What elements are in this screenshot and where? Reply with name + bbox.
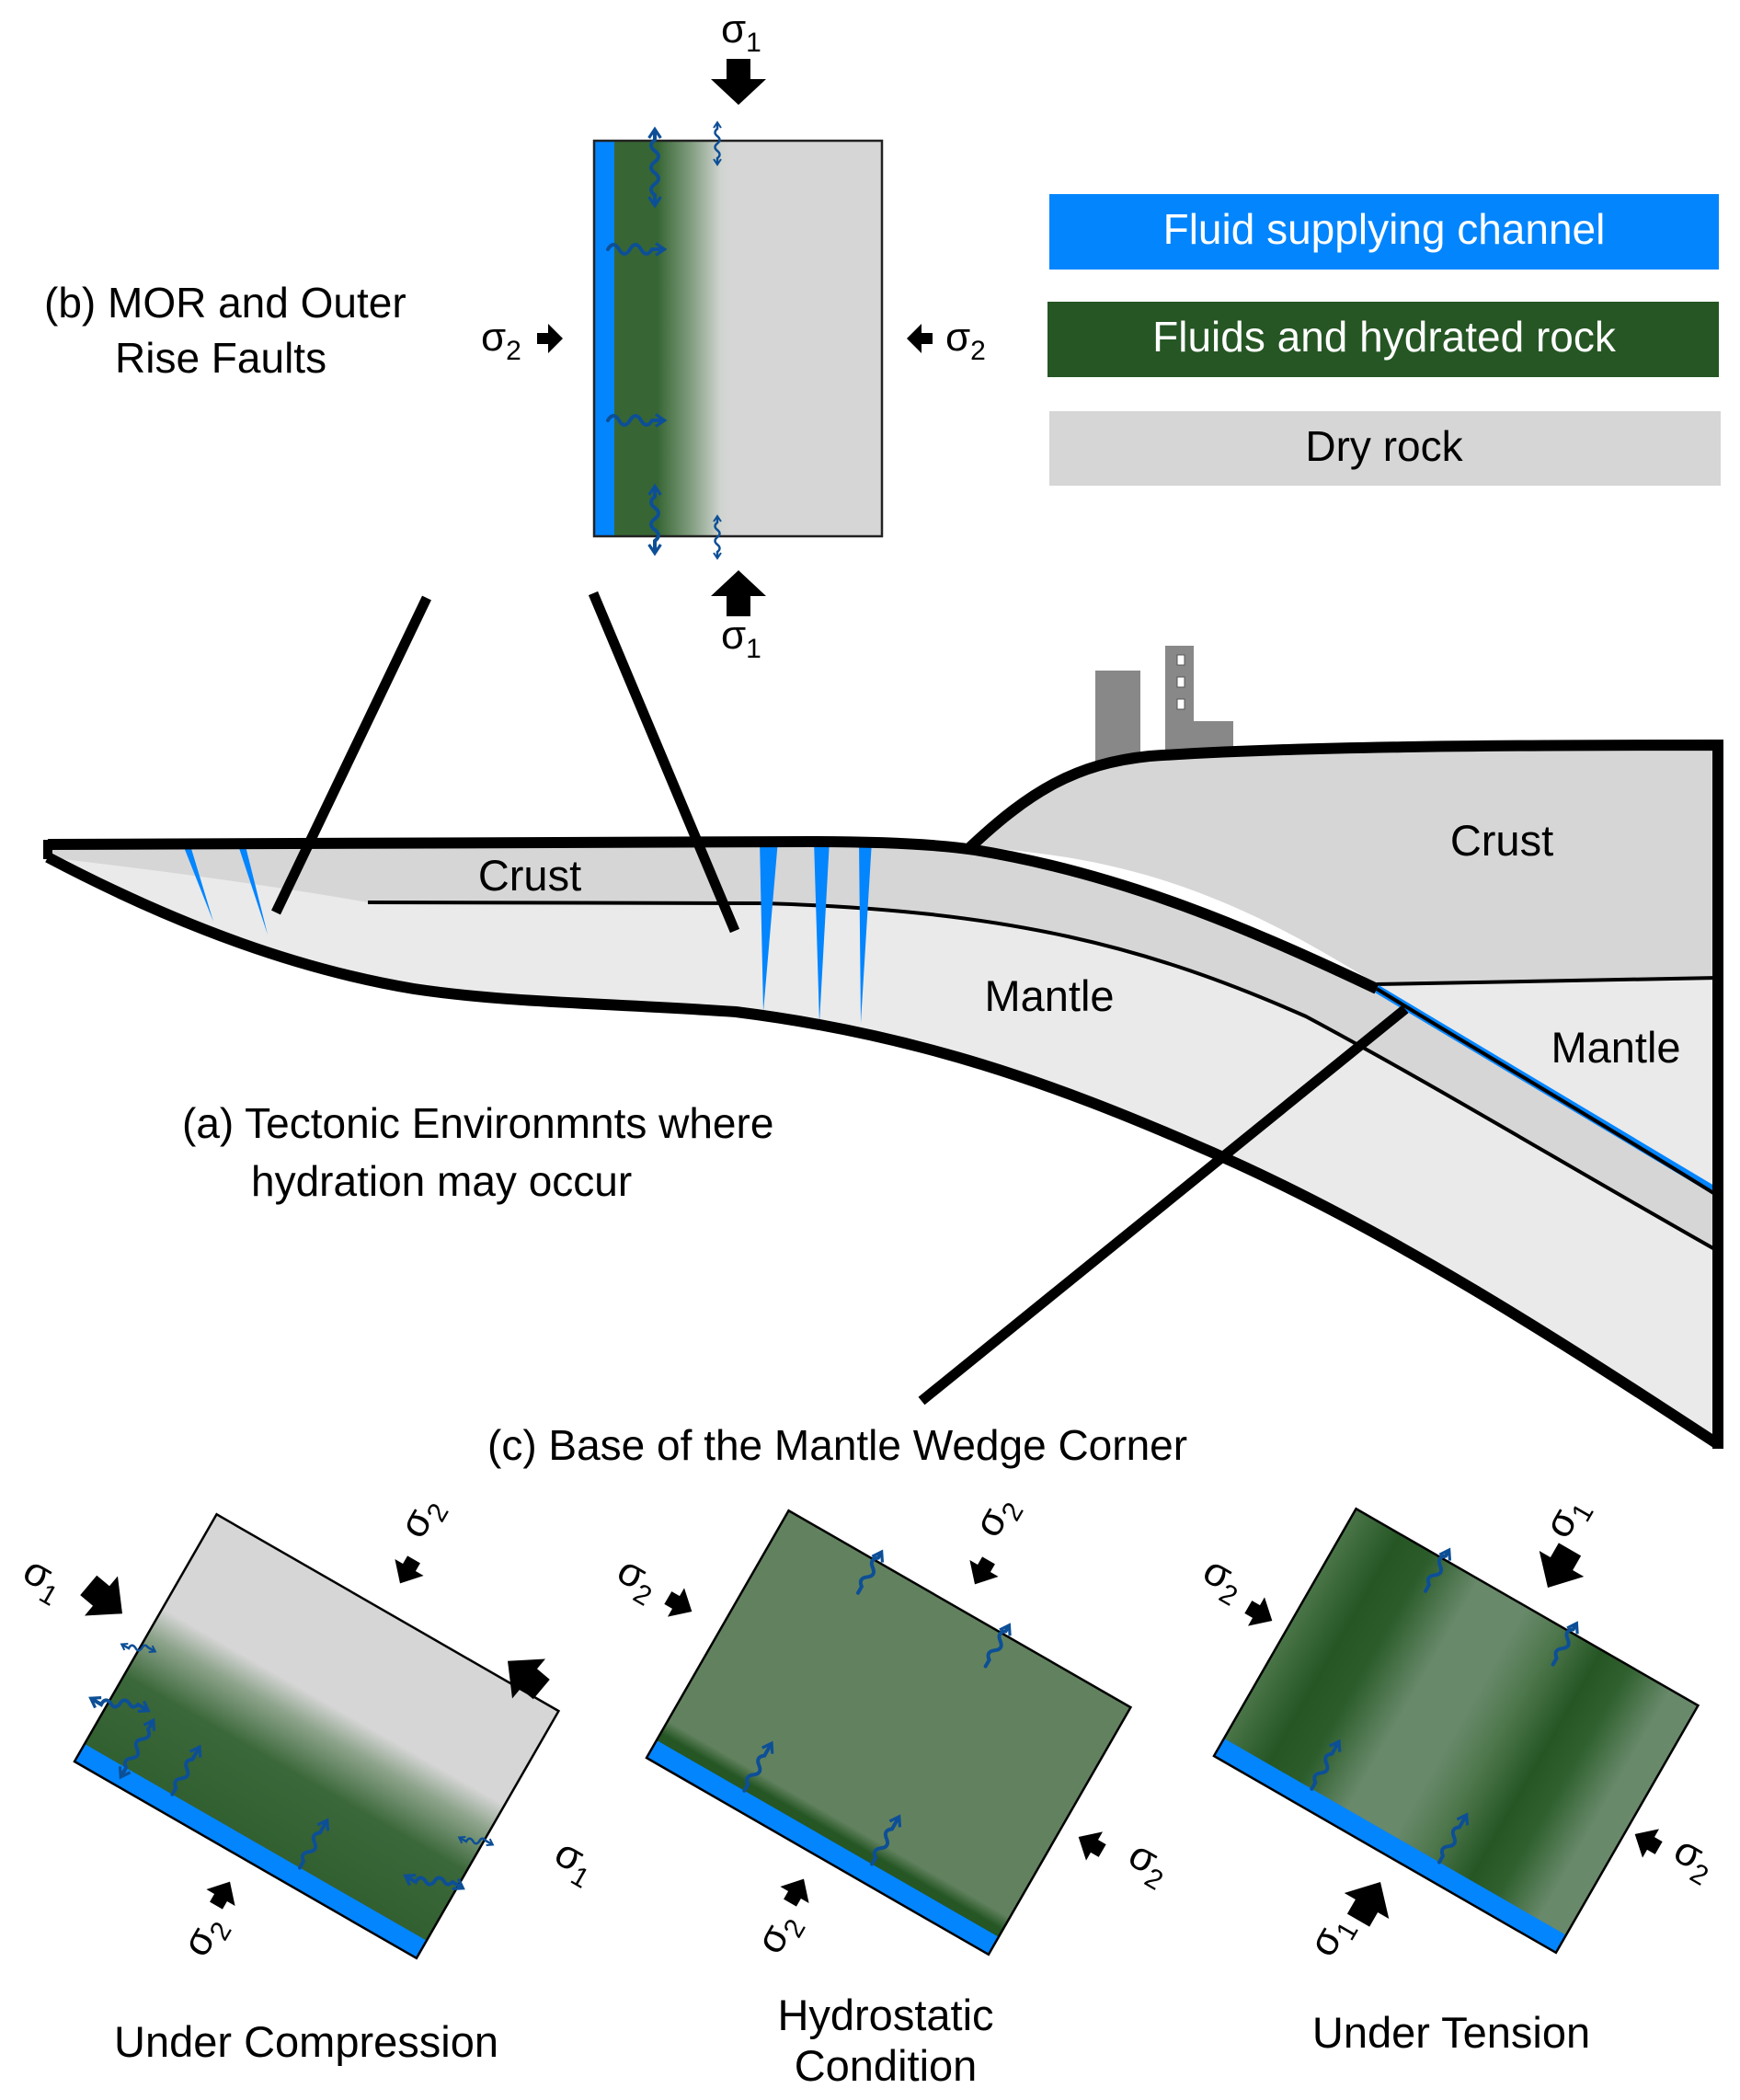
leader-line-c — [918, 1004, 1409, 1406]
leader-line-b-left — [271, 595, 431, 915]
legend-label: Dry rock — [1305, 422, 1463, 470]
sigma1-arrow-down-icon — [711, 59, 766, 105]
tension-caption: Under Tension — [1312, 2008, 1590, 2057]
sigma1-arrow-icon — [80, 1575, 122, 1616]
oceanic-crust — [48, 842, 1718, 1251]
panel-b-label-line2: Rise Faults — [115, 334, 326, 382]
legend-label: Fluid supplying channel — [1163, 205, 1606, 253]
sigma2-arrow-icon — [395, 1555, 424, 1584]
fault-wedge — [814, 840, 830, 1023]
sigma2-right-label: σ2 — [945, 315, 986, 366]
fault-wedge — [859, 841, 872, 1023]
subpanel-tension: σ2 σ1 σ2 σ1 Under Tension — [1193, 1488, 1724, 2057]
panel-b: (b) MOR and Outer Rise Faults σ1 σ1 σ2 σ… — [44, 6, 986, 664]
outer-rise-faults — [182, 840, 872, 1023]
overriding-mantle-label: Mantle — [1551, 1023, 1680, 1072]
mor-fluid-channel — [595, 142, 614, 535]
fault-wedge — [760, 840, 778, 1012]
legend-item-dry-rock: Dry rock — [1049, 411, 1721, 486]
compression-block-outline — [73, 1512, 561, 1960]
sigma2-left-label: σ2 — [481, 315, 521, 366]
sigma-label: σ1 — [1535, 1488, 1599, 1549]
mor-block-outline — [592, 139, 884, 538]
compression-caption: Under Compression — [114, 2017, 498, 2066]
sigma1-bottom-label: σ1 — [721, 613, 761, 664]
overriding-crust-label: Crust — [1450, 816, 1553, 865]
slab-top-outline — [47, 835, 1379, 994]
mor-flow-arrows — [606, 120, 722, 560]
hydrostatic-caption-line1: Hydrostatic — [777, 1991, 993, 2039]
sigma-label: σ2 — [1118, 1831, 1179, 1896]
hydrostatic-fluid-channel — [647, 1739, 999, 1955]
overriding-crust — [970, 745, 1718, 984]
legend-label: Fluids and hydrated rock — [1152, 313, 1617, 361]
hydrostatic-block-outline — [645, 1509, 1133, 1957]
flow-arrow-right — [606, 413, 668, 428]
flow-arrow-small — [713, 514, 722, 560]
flow-arrow-small — [713, 120, 722, 166]
sigma1-arrow-up-icon — [711, 570, 766, 616]
sigma1-top-label: σ1 — [721, 6, 761, 58]
overriding-moho-line — [1376, 976, 1719, 986]
sigma-label: σ2 — [747, 1904, 811, 1965]
legend-item-hydrated-rock: Fluids and hydrated rock — [1047, 302, 1719, 377]
sigma2-arrow-icon — [1634, 1829, 1663, 1858]
oceanic-crust-label: Crust — [478, 851, 581, 900]
sigma1-arrow-icon — [508, 1658, 550, 1700]
mor-block-dry-rock — [593, 140, 883, 537]
panel-a-label-line1: (a) Tectonic Environmnts where — [182, 1099, 773, 1147]
sigma2-arrow-icon — [969, 1556, 999, 1585]
flow-arrow-vertical — [647, 126, 662, 209]
sigma-label: σ1 — [13, 1547, 74, 1612]
hydrostatic-caption-line2: Condition — [795, 2041, 978, 2090]
legend-swatch — [1049, 194, 1719, 270]
sigma2-arrow-icon — [780, 1878, 809, 1907]
sigma2-arrow-icon — [1244, 1597, 1273, 1626]
slab-bottom-outline — [45, 852, 1722, 1450]
sigma-label: σ2 — [965, 1487, 1029, 1548]
leader-line-b-right — [588, 591, 740, 934]
tension-block — [1214, 1509, 1699, 1953]
sigma-label: σ1 — [544, 1830, 605, 1894]
compression-block — [74, 1514, 559, 1958]
panel-c-label: (c) Base of the Mantle Wedge Corner — [487, 1421, 1187, 1469]
hydrostatic-block — [647, 1510, 1131, 1955]
sigma-label: σ2 — [607, 1547, 668, 1612]
legend-swatch — [1047, 302, 1719, 377]
sigma2-arrow-right-icon — [537, 324, 563, 353]
sigma-label: σ2 — [173, 1907, 237, 1968]
fault-wedge — [182, 843, 213, 922]
compression-edge-flow-arrows — [88, 1643, 495, 1890]
panel-a-cross-section: Crust Mantle Crust Mantle (a) Tectonic E… — [43, 591, 1723, 1450]
sigma-label: σ2 — [390, 1488, 454, 1549]
sigma2-arrow-icon — [206, 1881, 235, 1910]
tension-block-outline — [1212, 1507, 1700, 1955]
hydrostatic-flow-arrows — [742, 1549, 1012, 1866]
sigma1-arrow-icon — [1344, 1882, 1390, 1927]
sigma-label: σ2 — [1664, 1827, 1724, 1891]
fault-wedge — [237, 843, 268, 935]
panel-a-label-line2: hydration may occur — [251, 1157, 632, 1205]
tension-fluid-channel — [1214, 1738, 1566, 1953]
flow-arrow-right — [606, 242, 668, 257]
sigma2-arrow-icon — [1078, 1831, 1106, 1861]
subpanel-hydrostatic: σ2 σ2 σ2 σ2 Hydrostatic Condition — [607, 1487, 1179, 2090]
sigma2-arrow-left-icon — [907, 324, 933, 353]
panel-b-label-line1: (b) MOR and Outer — [44, 279, 406, 327]
slab-top-outline-deep — [1375, 987, 1720, 1198]
compression-fluid-channel — [74, 1743, 427, 1958]
overriding-plate-outline — [966, 739, 1723, 1449]
sigma1-arrow-icon — [1539, 1543, 1585, 1588]
legend-swatch — [1049, 411, 1721, 486]
flow-arrow-vertical — [647, 483, 662, 557]
oceanic-moho-line — [367, 901, 1719, 1253]
compression-flow-arrows — [118, 1717, 330, 1870]
oceanic-mantle-label: Mantle — [984, 971, 1114, 1020]
tension-flow-arrows — [1310, 1547, 1579, 1865]
legend: Fluid supplying channel Fluids and hydra… — [1047, 194, 1721, 486]
sigma-label: σ2 — [1193, 1547, 1253, 1612]
subpanel-compression: σ1 σ2 σ1 σ2 Under Compression — [13, 1488, 605, 2066]
legend-item-fluid-channel: Fluid supplying channel — [1049, 194, 1719, 270]
sigma2-arrow-icon — [664, 1588, 693, 1617]
